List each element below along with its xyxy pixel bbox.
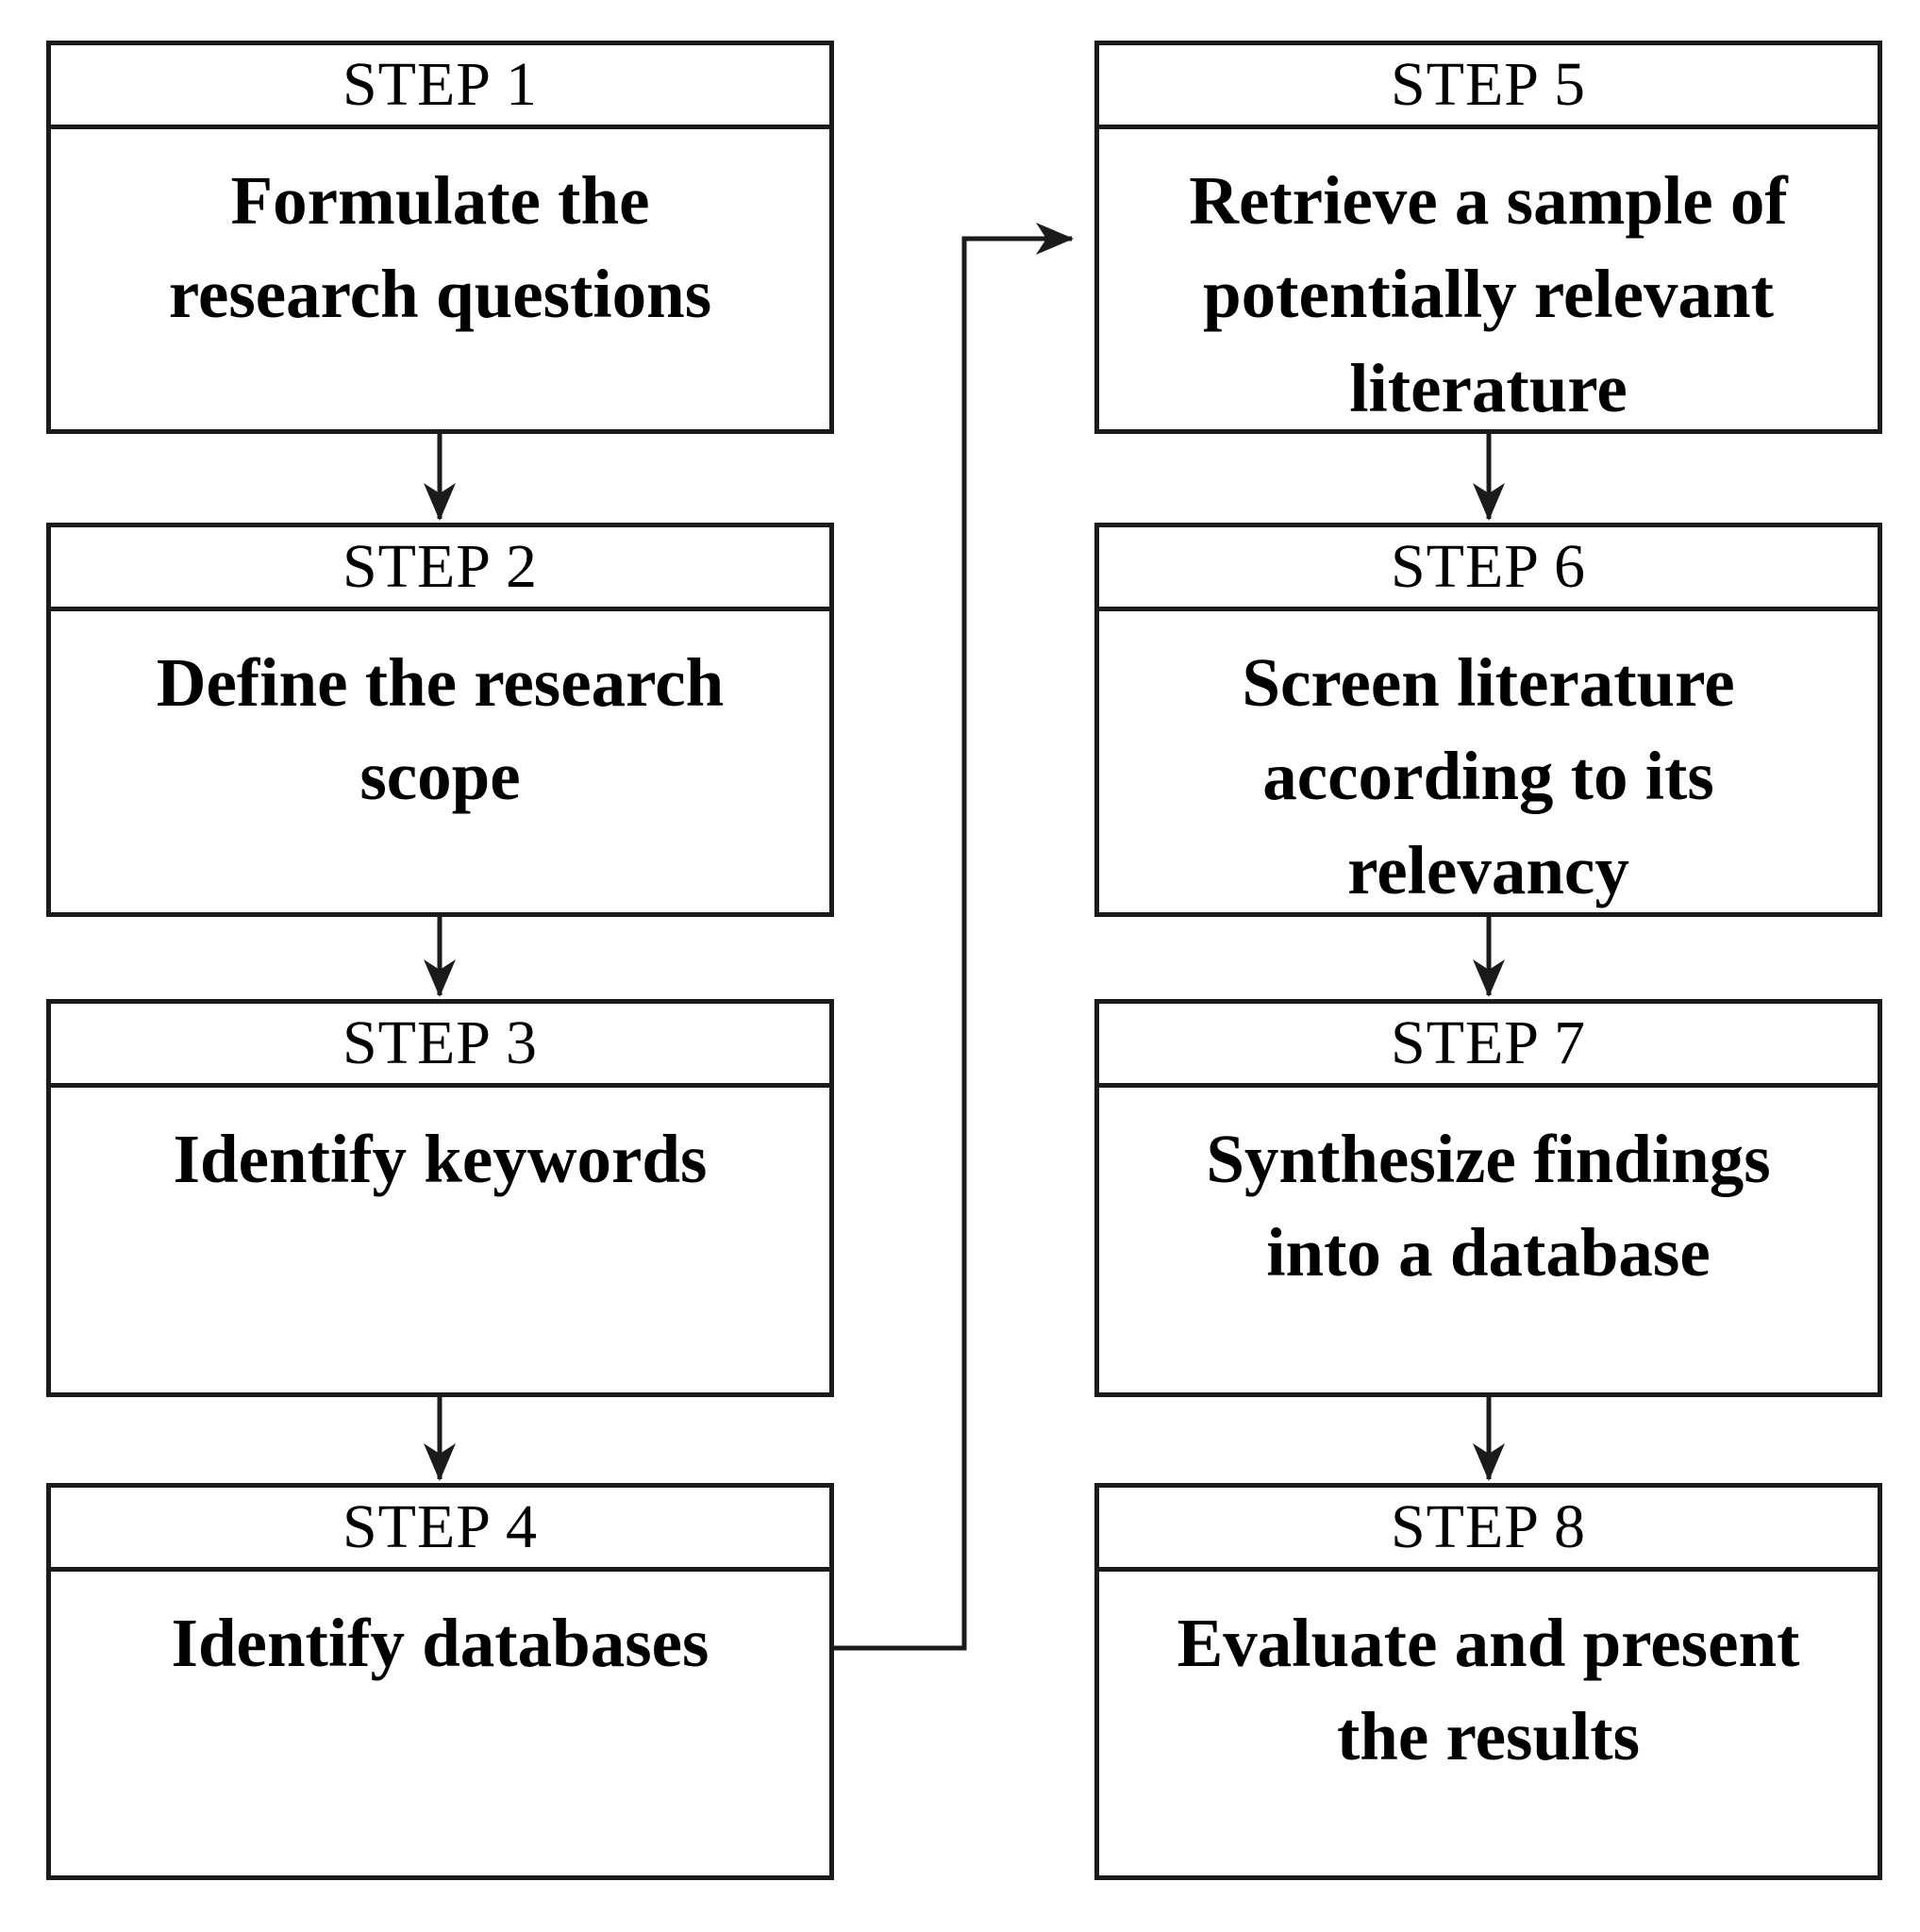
step-8-header: STEP 8 <box>1099 1488 1878 1572</box>
step-3-box: STEP 3 Identify keywords <box>46 999 834 1397</box>
step-6-header-label: STEP 6 <box>1390 532 1587 601</box>
step-6-body: Screen literature according to its relev… <box>1242 644 1735 908</box>
step-4-body: Identify databases <box>171 1605 710 1681</box>
step-6-header: STEP 6 <box>1099 527 1878 611</box>
step-5-header-label: STEP 5 <box>1390 50 1587 119</box>
step-2-body: Define the research scope <box>156 644 725 815</box>
step-4-box: STEP 4 Identify databases <box>46 1483 834 1880</box>
step-8-box: STEP 8 Evaluate and present the results <box>1094 1483 1882 1880</box>
step-5-header: STEP 5 <box>1099 45 1878 129</box>
step-7-header: STEP 7 <box>1099 1004 1878 1088</box>
step-8-body: Evaluate and present the results <box>1177 1605 1800 1775</box>
step-6-box: STEP 6 Screen literature according to it… <box>1094 523 1882 917</box>
step-1-body: Formulate the research questions <box>168 162 712 333</box>
step-1-box: STEP 1 Formulate the research questions <box>46 41 834 434</box>
step-4-header: STEP 4 <box>51 1488 829 1572</box>
step-2-header-label: STEP 2 <box>342 532 539 601</box>
step-7-body: Synthesize findings into a database <box>1206 1121 1771 1291</box>
step-8-header-label: STEP 8 <box>1390 1492 1587 1561</box>
step-4-header-label: STEP 4 <box>342 1492 539 1561</box>
step-3-header: STEP 3 <box>51 1004 829 1088</box>
step-5-body: Retrieve a sample of potentially relevan… <box>1189 162 1788 426</box>
step-7-header-label: STEP 7 <box>1390 1008 1587 1077</box>
step-2-header: STEP 2 <box>51 527 829 611</box>
step-1-header-label: STEP 1 <box>342 50 539 119</box>
step-7-box: STEP 7 Synthesize findings into a databa… <box>1094 999 1882 1397</box>
step-1-header: STEP 1 <box>51 45 829 129</box>
step-3-header-label: STEP 3 <box>342 1008 539 1077</box>
connector-step4-to-step5 <box>834 223 1074 1651</box>
step-5-box: STEP 5 Retrieve a sample of potentially … <box>1094 41 1882 434</box>
step-2-box: STEP 2 Define the research scope <box>46 523 834 917</box>
step-3-body: Identify keywords <box>173 1121 708 1197</box>
